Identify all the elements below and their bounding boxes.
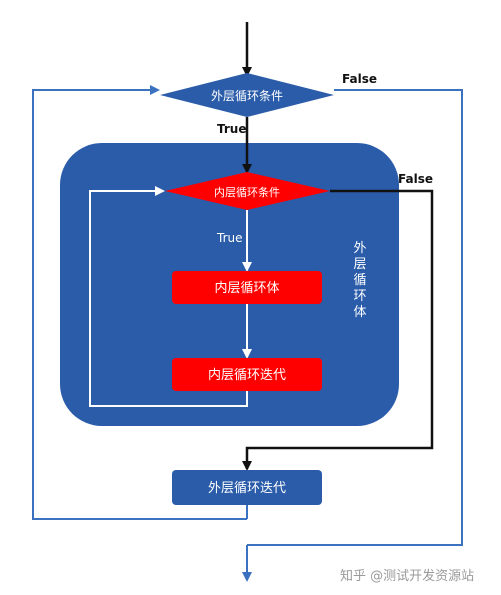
outer-body-char: 循 <box>353 273 366 288</box>
outer-body-char: 体 <box>353 305 366 320</box>
outer-body-label: 外 层 循 环 体 <box>353 241 366 320</box>
inner-body-box <box>172 271 322 304</box>
outer-loop-back-path <box>32 85 172 520</box>
outer-condition-diamond <box>160 73 334 117</box>
outer-condition-label: 外层循环条件 <box>211 89 283 103</box>
inner-body-label: 内层循环体 <box>214 280 279 296</box>
inner-false-label: False <box>398 172 433 186</box>
inner-condition-diamond <box>165 172 330 210</box>
inner-false-path <box>242 189 434 471</box>
inner-true-label: True <box>216 231 243 245</box>
outer-false-path <box>247 89 463 546</box>
inner-condition-label: 内层循环条件 <box>214 185 280 199</box>
outer-body-char: 层 <box>353 257 366 272</box>
outer-body-char: 外 <box>353 241 366 256</box>
inner-iteration-box <box>172 358 322 391</box>
outer-false-label: False <box>342 72 377 86</box>
watermark-text: 知乎 @测试开发资源站 <box>340 569 475 584</box>
outer-body-char: 环 <box>353 289 366 304</box>
outer-true-label: True <box>217 122 246 136</box>
outer-iteration-label: 外层循环迭代 <box>208 481 286 496</box>
inner-loop-back-path <box>89 186 248 407</box>
outer-iteration-box <box>172 470 322 505</box>
inner-iteration-label: 内层循环迭代 <box>208 367 286 383</box>
